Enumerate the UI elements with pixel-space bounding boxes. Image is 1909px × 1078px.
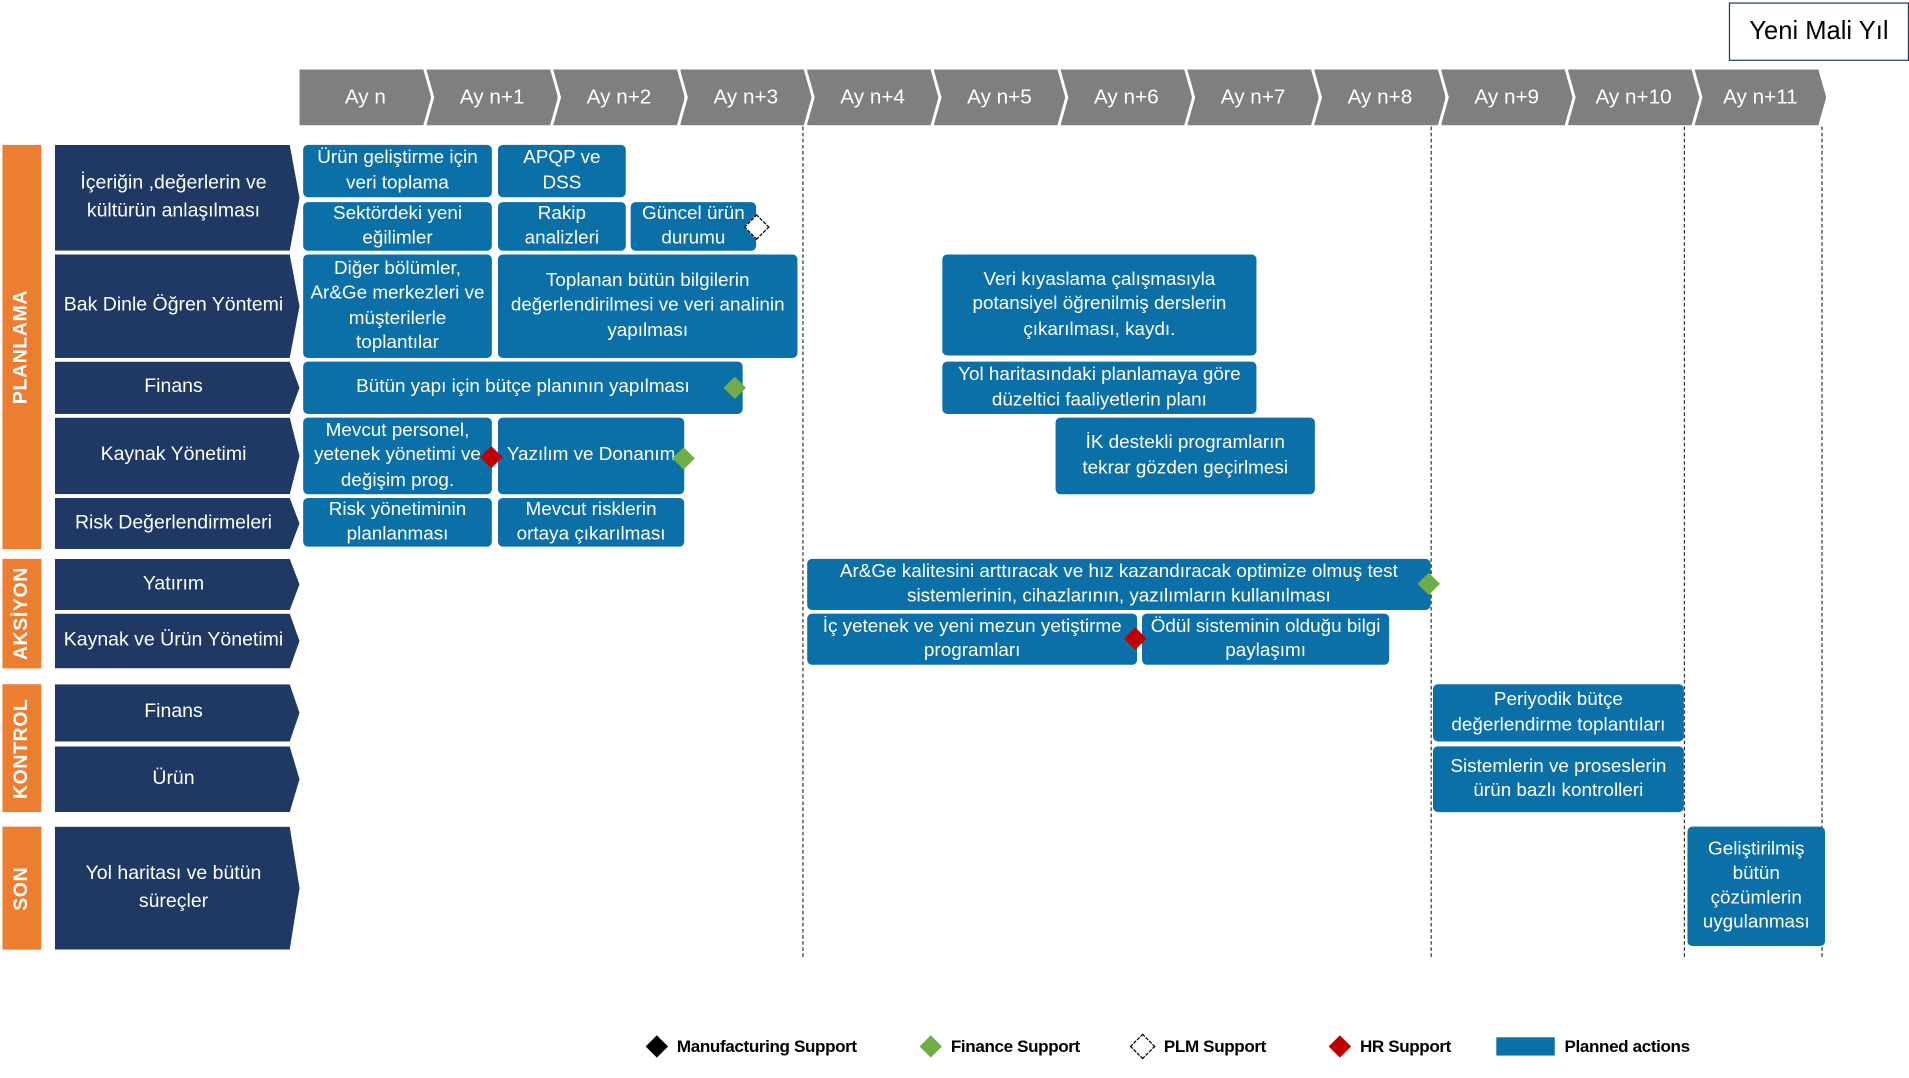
task-arge-kalite: Ar&Ge kalitesini arttıracak ve hız kazan… [807, 558, 1431, 610]
month-header-cell: Ay n+2 [553, 69, 685, 126]
legend-planned: Planned actions [1496, 1036, 1690, 1056]
milestone-line-n11 [1683, 126, 1686, 957]
task-veri-kiyaslama: Veri kıyaslama çalışmasıyla potansiyel ö… [942, 254, 1257, 356]
task-rakip-analizleri: Rakip analizleri [497, 202, 626, 251]
task-duzeltici-faaliyet: Yol haritasındaki planlamaya göre düzelt… [942, 361, 1257, 414]
phase-kontrol: KONTROL [2, 684, 42, 813]
legend-hr: HR Support [1328, 1034, 1451, 1058]
month-header-cell: Ay n+7 [1187, 69, 1319, 126]
planned-actions-swatch-icon [1496, 1036, 1555, 1055]
category-kaynak: Kaynak Yönetimi [54, 417, 300, 495]
milestone-line-n4 [802, 126, 804, 957]
category-urun: Ürün [54, 746, 300, 813]
category-finans-kontrol: Finans [54, 684, 300, 742]
month-header-cell: Ay n+4 [806, 69, 939, 126]
milestone-line-n9 [1430, 126, 1432, 957]
category-risk: Risk Değerlendirmeleri [54, 497, 300, 550]
legend-plm: PLM Support [1129, 1032, 1266, 1059]
legend-finance: Finance Support [919, 1034, 1080, 1058]
month-header-cell: Ay n+6 [1060, 69, 1193, 126]
category-icerik: İçeriğin ,değerlerin ve kültürün anlaşıl… [54, 144, 300, 251]
task-veri-analizi: Toplanan bütün bilgilerin değerlendirilm… [497, 254, 798, 358]
task-ik-programlar: İK destekli programların tekrar gözden g… [1055, 417, 1315, 495]
task-odul-sistemi: Ödül sisteminin olduğu bilgi paylaşımı [1142, 613, 1390, 665]
category-yatirim: Yatırım [54, 558, 300, 610]
task-sektor-egilimler: Sektördeki yeni eğilimler [303, 202, 492, 251]
task-mevcut-riskler: Mevcut risklerin ortaya çıkarılması [497, 497, 685, 547]
hr-diamond-icon [1328, 1034, 1352, 1058]
task-ic-yetenek: İç yetenek ve yeni mezun yetiştirme prog… [807, 613, 1138, 665]
manufacturing-diamond-icon [645, 1034, 669, 1058]
month-header-cell: Ay n [299, 69, 432, 126]
task-mevcut-personel: Mevcut personel, yetenek yönetimi ve değ… [303, 417, 492, 495]
task-periyodik-butce: Periyodik bütçe değerlendirme toplantıla… [1432, 684, 1684, 742]
task-urun-kontrolleri: Sistemlerin ve proseslerin ürün bazlı ko… [1432, 746, 1684, 813]
task-cozumlerin-uygulanmasi: Geliştirilmiş bütün çözümlerin uygulanma… [1687, 826, 1826, 946]
month-header-cell: Ay n+5 [933, 69, 1066, 126]
phase-aksiyon: AKSİYON [2, 558, 42, 669]
month-header-cell: Ay n+11 [1694, 69, 1827, 126]
plm-diamond-icon [1129, 1032, 1156, 1059]
task-butce-plani: Bütün yapı için bütçe planının yapılması [303, 361, 743, 414]
month-header-cell: Ay n+3 [679, 69, 812, 126]
month-header-cell: Ay n+1 [426, 69, 558, 126]
finance-diamond-icon [919, 1034, 942, 1058]
category-kaynak-urun: Kaynak ve Ürün Yönetimi [54, 613, 300, 669]
phase-planlama: PLANLAMA [2, 144, 42, 550]
task-apqp-dss: APQP ve DSS [497, 144, 626, 198]
month-header-cell: Ay n+9 [1440, 69, 1573, 126]
month-header-cell: Ay n+10 [1567, 69, 1700, 126]
legend-manufacturing: Manufacturing Support [645, 1034, 857, 1058]
task-risk-yonetimi: Risk yönetiminin planlanması [303, 497, 492, 547]
task-urun-gelistirme-veri: Ürün geliştirme için veri toplama [303, 144, 492, 198]
category-finans-planlama: Finans [54, 361, 300, 414]
new-fiscal-year-label: Yeni Mali Yıl [1728, 2, 1909, 61]
milestone-line-end [1821, 126, 1823, 957]
category-bak-dinle: Bak Dinle Öğren Yöntemi [54, 254, 300, 358]
month-header-cell: Ay n+8 [1314, 69, 1446, 126]
phase-son: SON [2, 826, 42, 950]
task-yazilim-donanim: Yazılım ve Donanım [497, 417, 685, 495]
task-toplantilar: Diğer bölümler, Ar&Ge merkezleri ve müşt… [303, 254, 492, 358]
category-yol-haritasi: Yol haritası ve bütün süreçler [54, 826, 300, 950]
task-guncel-urun: Güncel ürün durumu [630, 202, 757, 251]
